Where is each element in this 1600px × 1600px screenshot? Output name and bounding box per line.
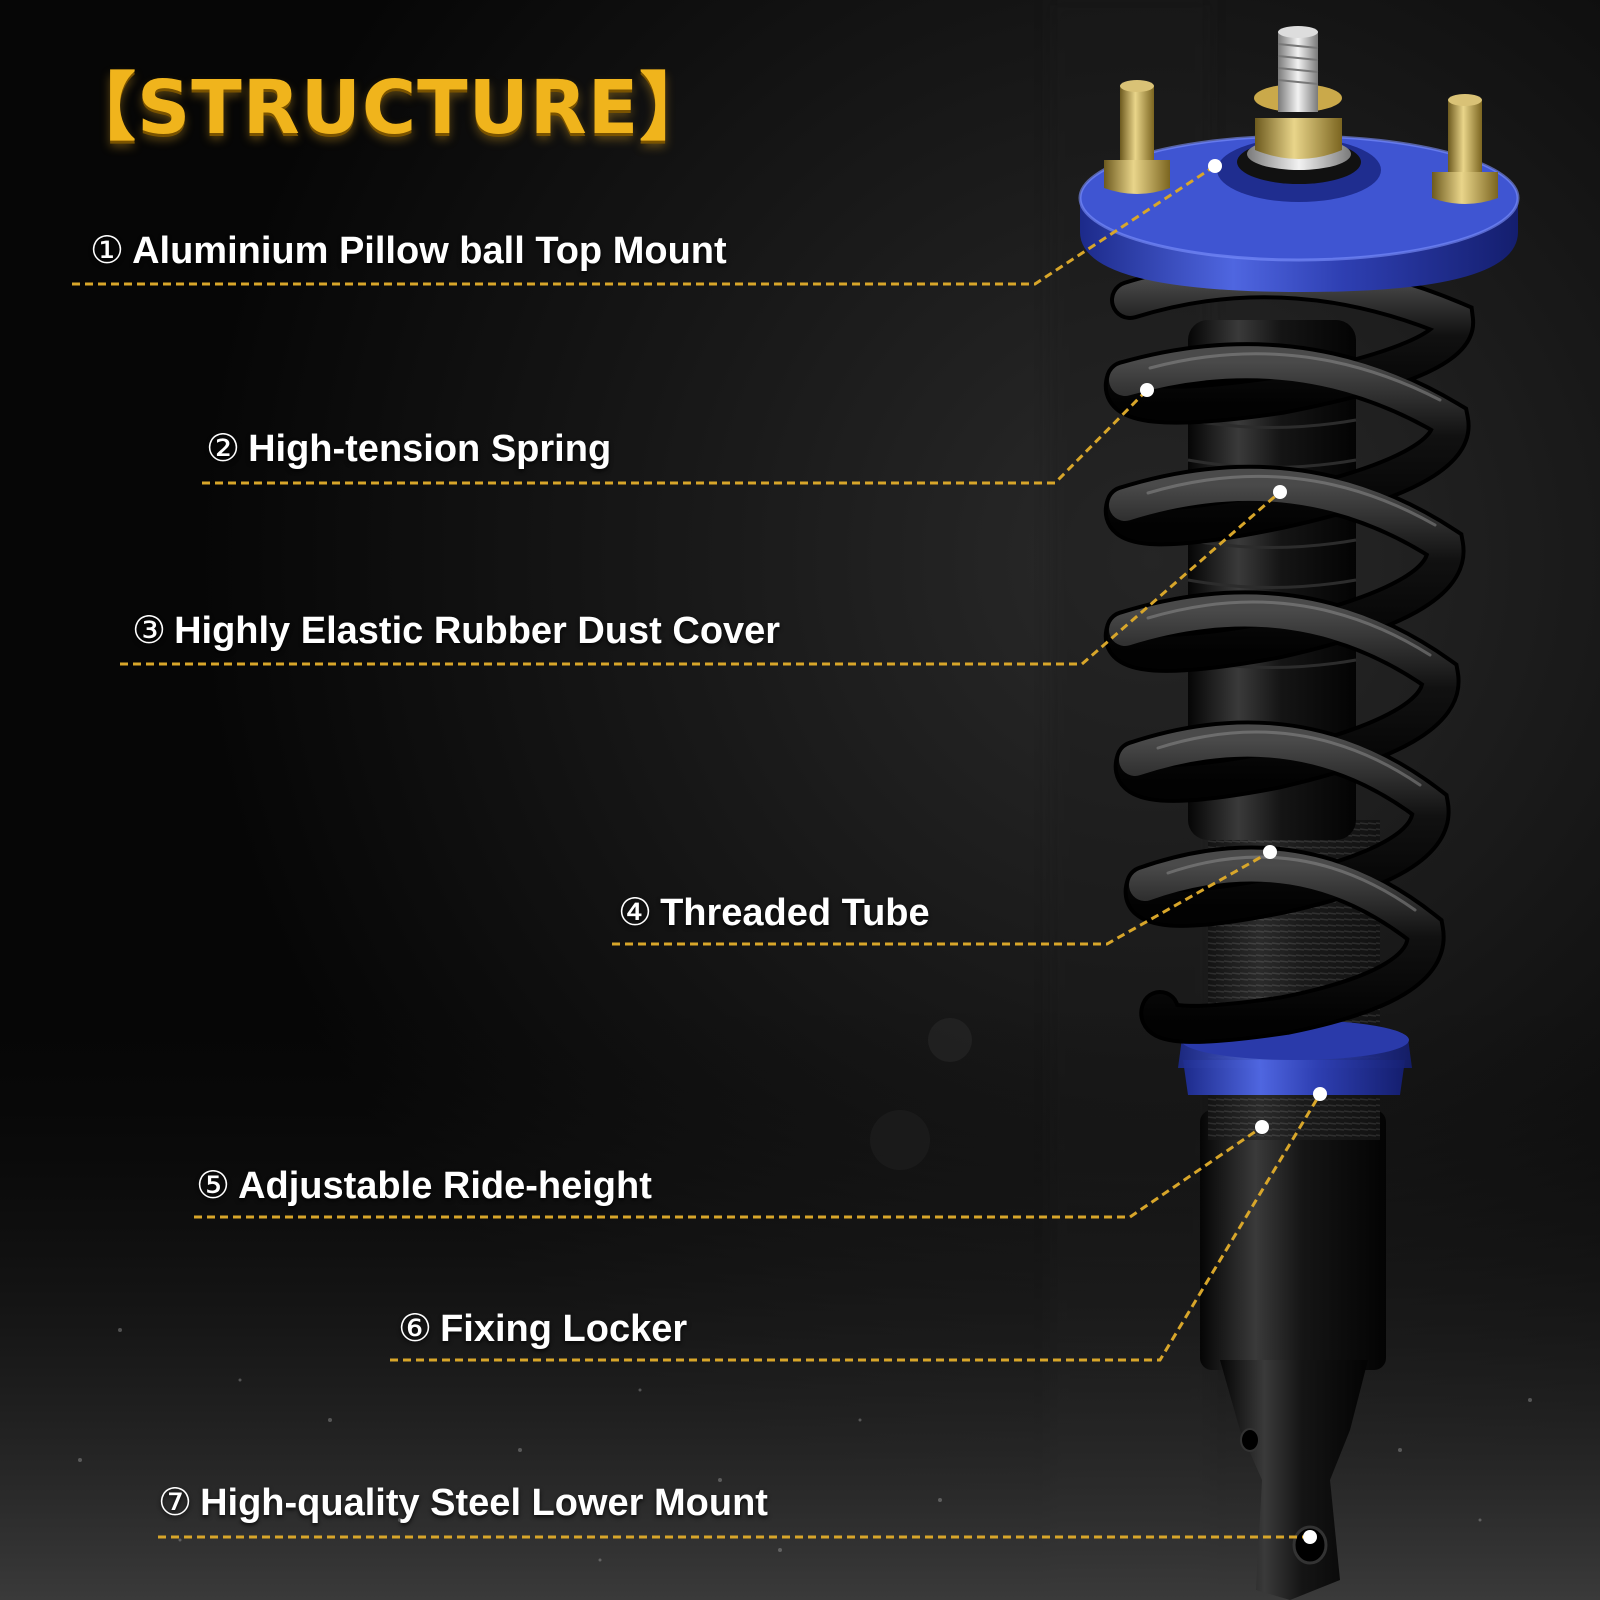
callout-dots	[1140, 159, 1327, 1544]
callout-number: ②	[206, 428, 241, 470]
lower-mount-bracket	[1220, 1360, 1368, 1600]
damper-body	[1200, 1110, 1386, 1370]
leader-lines	[72, 164, 1322, 1539]
leader-line-2	[202, 388, 1149, 485]
callout-number: ⑤	[196, 1165, 231, 1207]
callout-number: ③	[132, 610, 167, 652]
callout-number: ④	[618, 892, 653, 934]
dust-cover	[1188, 320, 1356, 840]
callout-number: ⑥	[398, 1308, 433, 1350]
spring	[1103, 259, 1475, 1044]
leader-line-5	[194, 1125, 1263, 1219]
callout-text: Aluminium Pillow ball Top Mount	[132, 230, 727, 272]
callout-text: Highly Elastic Rubber Dust Cover	[174, 610, 781, 652]
leader-line-6	[390, 1093, 1322, 1362]
callout-text: High-quality Steel Lower Mount	[200, 1482, 768, 1524]
callout-number: ⑦	[158, 1482, 193, 1524]
page-title: 【STRUCTURE】	[62, 65, 715, 151]
leader-line-1	[72, 164, 1216, 286]
leader-line-4	[612, 850, 1271, 946]
callout-text: High-tension Spring	[248, 428, 612, 470]
lower-mount-side-hole	[1240, 1428, 1260, 1452]
top-mount	[1078, 26, 1520, 292]
callout-text: Threaded Tube	[660, 892, 930, 934]
callout-text: Adjustable Ride-height	[238, 1165, 652, 1207]
callout-number: ①	[90, 230, 125, 272]
callout-text: Fixing Locker	[440, 1308, 688, 1350]
fixing-locker-ring	[1183, 1060, 1405, 1095]
leader-line-3	[120, 490, 1281, 666]
floor-particles	[78, 1018, 1532, 1562]
